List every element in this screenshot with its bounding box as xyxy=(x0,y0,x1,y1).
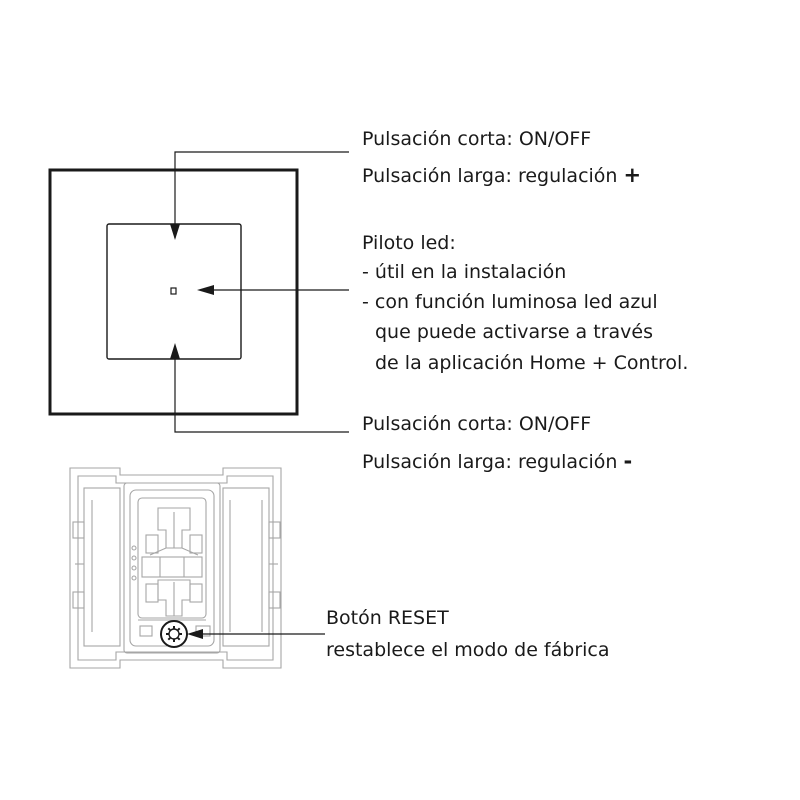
decrease-sign: - xyxy=(623,449,633,473)
top-short-press-label: Pulsación corta: ON/OFF xyxy=(362,128,592,150)
bottom-long-press-label: Pulsación larga: regulación - xyxy=(362,451,632,472)
increase-sign: + xyxy=(623,163,642,187)
led-line-3: que puede activarse a través xyxy=(375,321,653,343)
led-callout-arrow xyxy=(197,285,349,295)
reset-title-label: Botón RESET xyxy=(326,607,449,629)
mechanism-module xyxy=(69,467,282,669)
reset-callout-arrow xyxy=(187,629,325,639)
reset-description-label: restablece el modo de fábrica xyxy=(326,639,610,661)
led-line-1: - útil en la instalación xyxy=(362,261,567,283)
top-callout-arrow xyxy=(170,151,349,240)
led-line-2: - con función luminosa led azul xyxy=(362,291,658,313)
rocker-key xyxy=(106,223,242,360)
reset-button xyxy=(160,620,188,648)
led-line-4: de la aplicación Home + Control. xyxy=(375,352,689,374)
bottom-long-press-text: Pulsación larga: regulación xyxy=(362,451,618,473)
bottom-short-press-label: Pulsación corta: ON/OFF xyxy=(362,413,592,435)
top-long-press-text: Pulsación larga: regulación xyxy=(362,165,618,187)
top-long-press-label: Pulsación larga: regulación + xyxy=(362,165,641,186)
led-indicator xyxy=(170,287,177,295)
led-title-label: Piloto led: xyxy=(362,232,456,254)
bottom-callout-arrow xyxy=(170,343,349,433)
switch-frame xyxy=(48,168,299,416)
